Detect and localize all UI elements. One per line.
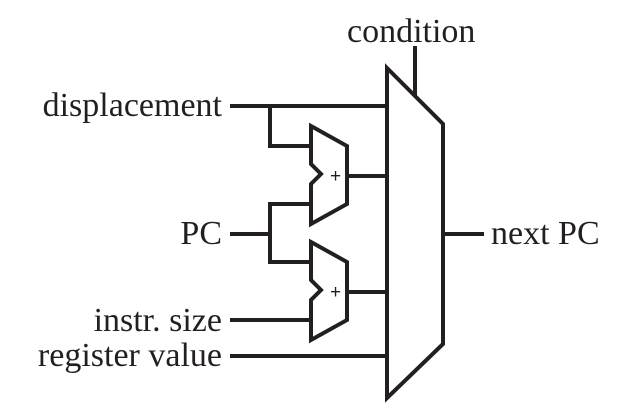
adder-1: +: [309, 122, 349, 228]
adder-2-body: [309, 238, 349, 344]
adder-2: +: [309, 238, 349, 344]
wire-pc-to-adder1: [268, 202, 311, 264]
adder-1-body: [309, 122, 349, 228]
displacement-label: displacement: [43, 87, 223, 124]
wires: [230, 46, 484, 358]
adder-2-plus-sign: +: [330, 282, 341, 303]
adder-1-plus-sign: +: [330, 166, 341, 187]
pc-label: PC: [180, 215, 222, 252]
next-pc-label: next PC: [491, 215, 600, 252]
instr-size-label: instr. size: [94, 302, 222, 339]
wire-displacement-to-adder1: [268, 106, 311, 148]
multiplexer-block: [385, 63, 445, 403]
register-value-label: register value: [38, 337, 222, 374]
condition-label: condition: [347, 13, 475, 50]
